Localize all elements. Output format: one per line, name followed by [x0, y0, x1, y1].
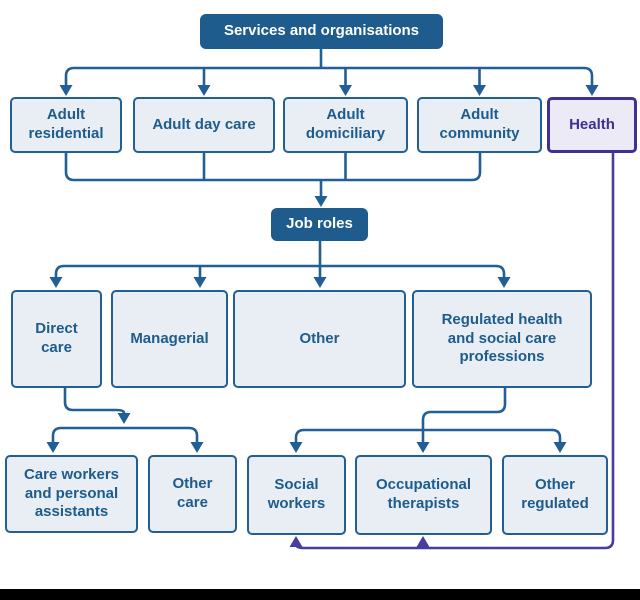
arrow-down-icon — [193, 277, 207, 288]
node-occupational-therapists: Occupational therapists — [355, 455, 492, 535]
connector-row1-collector — [64, 153, 482, 182]
arrow-down-icon — [313, 277, 327, 288]
blue-arrowheads — [46, 85, 599, 453]
blue-connectors — [51, 49, 594, 442]
arrow-down-icon — [49, 277, 63, 288]
arrow-up-icon — [416, 536, 430, 547]
arrow-down-icon — [59, 85, 73, 96]
arrow-down-icon — [314, 196, 328, 207]
node-social-workers: Social workers — [247, 455, 346, 535]
arrow-down-icon — [497, 277, 511, 288]
node-other: Other — [233, 290, 406, 388]
arrow-down-icon — [197, 85, 211, 96]
node-adult-domiciliary: Adult domiciliary — [283, 97, 408, 153]
node-services-and-organisations: Services and organisations — [200, 14, 443, 49]
bottom-bar — [0, 589, 640, 600]
arrow-down-icon — [190, 442, 204, 453]
arrow-down-icon — [473, 85, 486, 96]
arrow-down-icon — [289, 442, 303, 453]
arrow-down-icon — [416, 442, 430, 453]
connector-t2-distributor — [294, 428, 562, 442]
node-direct-care: Direct care — [11, 290, 102, 388]
arrow-down-icon — [46, 442, 60, 453]
node-care-workers: Care workers and personal assistants — [5, 455, 138, 533]
purple-arrowheads — [289, 536, 430, 547]
connector-directcare-elbow — [63, 388, 126, 414]
arrow-down-icon — [553, 442, 567, 453]
node-health: Health — [547, 97, 637, 153]
node-adult-community: Adult community — [417, 97, 542, 153]
connector-row1-distributor — [64, 66, 594, 85]
connector-row3-distributor — [54, 264, 506, 277]
connector-t1-distributor — [51, 426, 199, 442]
node-other-regulated: Other regulated — [502, 455, 608, 535]
node-managerial: Managerial — [111, 290, 228, 388]
arrow-down-icon — [585, 85, 599, 96]
arrow-down-icon — [339, 85, 352, 96]
node-regulated-professions: Regulated health and social care profess… — [412, 290, 592, 388]
arrow-down-icon — [117, 413, 131, 424]
node-job-roles: Job roles — [271, 208, 368, 241]
connector-regulated-elbow — [421, 388, 507, 442]
node-adult-day-care: Adult day care — [133, 97, 275, 153]
arrow-up-icon — [289, 536, 303, 547]
node-other-care: Other care — [148, 455, 237, 533]
node-adult-residential: Adult residential — [10, 97, 122, 153]
